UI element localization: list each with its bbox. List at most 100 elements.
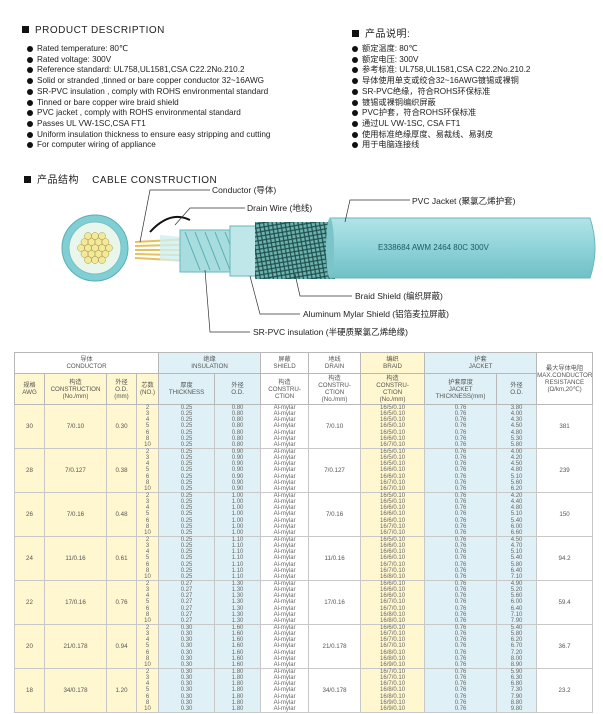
braid-layer (255, 222, 335, 279)
callout-drain-wire: Drain Wire (地线) (247, 203, 313, 213)
cell-drain: 11/0.16 (308, 536, 362, 581)
cell-awg: 30 (14, 404, 45, 449)
jacket-print-marking: E338684 AWM 2464 80C 300V (378, 243, 489, 252)
callout-insulation: SR-PVC insulation (半硬质聚氯乙烯绝缘) (253, 327, 408, 337)
description-item: PVC jacket , comply with ROHS environmen… (27, 108, 270, 119)
cell-construction: 34/0.178 (44, 668, 107, 713)
jacket-edge (326, 218, 334, 278)
cell-od: 1.20 (106, 668, 137, 713)
cell-od: 0.76 (106, 580, 137, 625)
description-item: Reference standard: UL758,UL1581,CSA C22… (27, 65, 270, 76)
cell-awg: 28 (14, 448, 45, 493)
callout-pvc-jacket: PVC Jacket (聚氯乙烯护套) (412, 196, 516, 206)
description-item: 导体使用单支或绞合32~16AWG镀锡或裸铜 (352, 76, 530, 87)
cell-od: 0.48 (106, 492, 137, 537)
cell-construction: 7/0.16 (44, 492, 107, 537)
header-cores: 芯数(NO.) (135, 373, 160, 405)
callout-mylar-shield: Aluminum Mylar Shield (铝箔麦拉屏蔽) (303, 309, 449, 319)
cell-drain: 21/0.178 (308, 624, 362, 669)
description-item: For computer wiring of appliance (27, 140, 270, 151)
cell-drain: 17/0.16 (308, 580, 362, 625)
description-item: SR-PVC insulation , comply with ROHS env… (27, 87, 270, 98)
cell-awg: 22 (14, 580, 45, 625)
cable-diagram (61, 189, 596, 333)
cell-od: 0.38 (106, 448, 137, 493)
description-item: Uniform insulation thickness to ensure e… (27, 130, 270, 141)
cell-resistance: 239 (536, 448, 594, 493)
cell-construction: 17/0.16 (44, 580, 107, 625)
description-item: 使用标准绝缘厚度、易裁线、易剥皮 (352, 130, 530, 141)
cell-awg: 26 (14, 492, 45, 537)
description-item: 通过UL VW-1SC, CSA FT1 (352, 119, 530, 130)
cell-od: 0.94 (106, 624, 137, 669)
cell-od: 0.61 (106, 536, 137, 581)
cell-od: 0.30 (106, 404, 137, 449)
description-item: Tinned or bare copper wire braid shield (27, 98, 270, 109)
jacket-layer (329, 217, 596, 279)
callout-conductor: Conductor (导体) (212, 185, 277, 195)
cell-resistance: 150 (536, 492, 594, 537)
cell-awg: 24 (14, 536, 45, 581)
description-item: Rated voltage: 300V (27, 55, 270, 66)
description-item: PVC护套，符合ROHS环保标准 (352, 108, 530, 119)
cell-drain: 7/0.127 (308, 448, 362, 493)
heading-text: 产品说明: (365, 29, 411, 40)
square-bullet-icon (24, 176, 31, 183)
cell-construction: 21/0.178 (44, 624, 107, 669)
description-item: Solid or stranded ,tinned or bare copper… (27, 76, 270, 87)
description-item: 镀锡或裸铜编织屏蔽 (352, 98, 530, 109)
cell-construction: 7/0.127 (44, 448, 107, 493)
cell-drain: 7/0.16 (308, 492, 362, 537)
cell-awg: 20 (14, 624, 45, 669)
cell-resistance: 94.2 (536, 536, 594, 581)
square-bullet-icon (352, 30, 359, 37)
description-item: Rated temperature: 80℃ (27, 44, 270, 55)
